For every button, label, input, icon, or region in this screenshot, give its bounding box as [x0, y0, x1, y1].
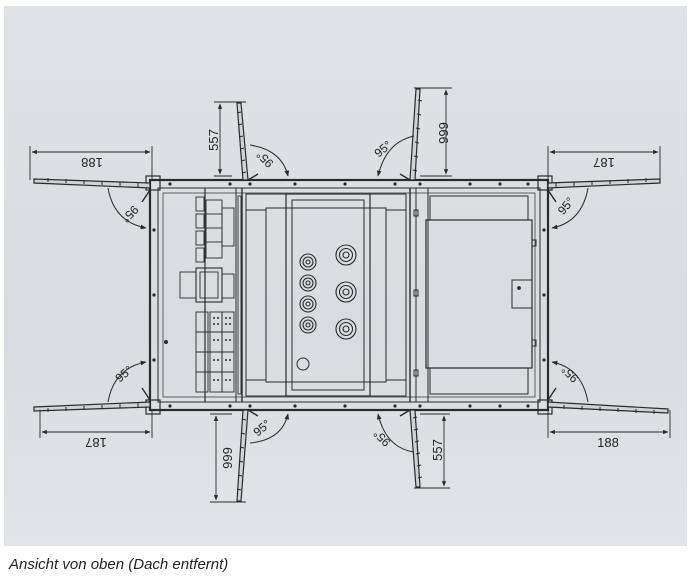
dimension-lines [29, 87, 671, 503]
dim-top-right: 666 [436, 122, 451, 144]
angle-arcs [107, 135, 589, 453]
dimension-labels: 188 187 187 188 557 666 666 557 [81, 122, 619, 469]
frame-bolts [152, 182, 546, 408]
angle-bottom-left: 95° [251, 417, 274, 440]
angle-right-bottom: 95° [558, 362, 581, 385]
angle-right-top: 95° [555, 194, 578, 217]
terminal-dots [164, 317, 231, 381]
dim-right-top: 187 [593, 155, 615, 170]
figure-caption: Ansicht von oben (Dach entfernt) [9, 556, 229, 573]
dim-left-bottom: 187 [85, 435, 107, 450]
angle-top-right: 95° [372, 138, 395, 161]
switchgear-compartment [179, 195, 242, 395]
dim-left-top: 188 [81, 155, 103, 170]
angle-bottom-right: 95° [370, 426, 393, 449]
dim-bottom-left: 666 [220, 447, 235, 469]
housing-frame [145, 175, 553, 415]
dim-bottom-right: 557 [430, 439, 445, 461]
transformer-bushings [296, 244, 357, 371]
right-compartment [413, 195, 537, 395]
angle-left-top: 95° [118, 203, 141, 226]
doors [33, 88, 669, 502]
dim-right-bottom: 188 [597, 435, 619, 450]
angle-labels: 95° 95° 95° 95° 95° 95° 95° 95° [113, 138, 582, 450]
transformer-compartment [245, 193, 407, 397]
dim-top-left: 557 [206, 129, 221, 151]
drawing-panel [4, 6, 687, 546]
angle-top-left: 95° [253, 147, 276, 170]
